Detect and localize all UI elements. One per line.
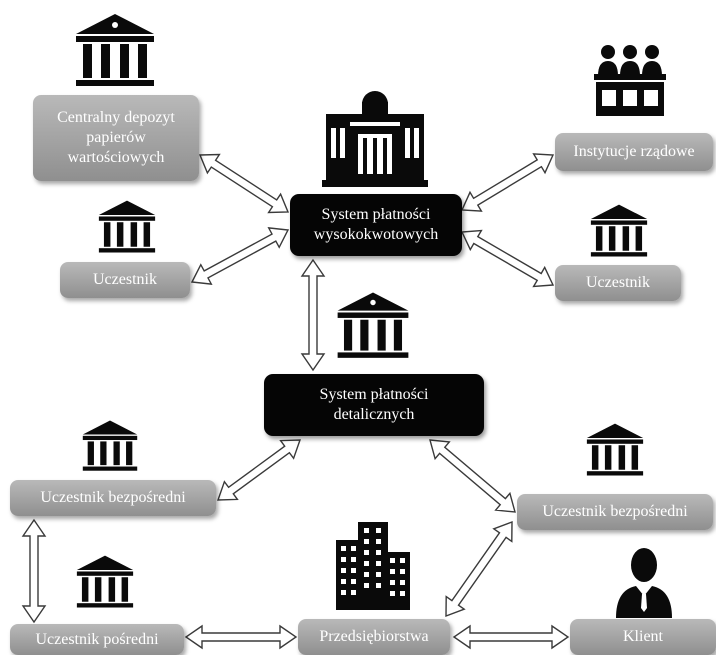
arrow-depository-rtgs <box>198 153 290 214</box>
rtgs-system-box: System płatności wysokokwotowych <box>290 194 462 256</box>
central-depository-box: Centralny depozyt papierów wartościowych <box>33 95 199 181</box>
participant-right-label: Uczestnik <box>586 274 650 291</box>
officials-icon <box>594 45 666 116</box>
bank-icon <box>76 555 134 608</box>
client-box: Klient <box>570 619 716 655</box>
client-label: Klient <box>623 628 663 645</box>
bank-icon <box>586 423 644 476</box>
arrow-participant-rtgs <box>190 227 290 285</box>
government-box: Instytucje rządowe <box>555 133 713 171</box>
enterprises-label: Przedsiębiorstwa <box>319 628 429 645</box>
arrow-retail-direct-right <box>429 439 516 513</box>
direct-participant-right-label: Uczestnik bezpośredni <box>542 503 688 520</box>
bank-icon <box>76 14 154 86</box>
arrow-government-rtgs <box>460 153 555 212</box>
office-building-icon <box>336 522 410 610</box>
central-depository-label: Centralny depozyt papierów wartościowych <box>57 109 175 166</box>
arrow-direct-right-enterprises <box>445 520 513 618</box>
enterprises-box: Przedsiębiorstwa <box>298 619 450 655</box>
direct-participant-left-label: Uczestnik bezpośredni <box>40 489 186 506</box>
retail-system-label: System płatności detalicznych <box>319 386 429 423</box>
bank-icon <box>98 200 156 253</box>
participant-left-label: Uczestnik <box>93 271 157 288</box>
bank-icon <box>337 292 409 358</box>
arrow-enterprises-client <box>452 624 570 650</box>
government-building-icon <box>322 91 428 187</box>
arrow-participant-right-rtgs <box>460 229 555 288</box>
government-label: Instytucje rządowe <box>573 143 695 160</box>
participant-right-box: Uczestnik <box>555 265 681 301</box>
indirect-participant-box: Uczestnik pośredni <box>10 624 184 655</box>
indirect-participant-label: Uczestnik pośredni <box>35 630 159 648</box>
arrow-rtgs-retail <box>300 258 326 372</box>
arrow-indirect-enterprises <box>184 624 298 650</box>
bank-icon <box>590 204 648 257</box>
participant-left-box: Uczestnik <box>60 262 190 298</box>
bank-icon <box>82 420 138 471</box>
direct-participant-right-box: Uczestnik bezpośredni <box>517 494 713 530</box>
arrow-direct-left-indirect <box>21 518 47 624</box>
direct-participant-left-box: Uczestnik bezpośredni <box>10 480 216 516</box>
person-icon <box>616 548 672 618</box>
rtgs-system-label: System płatności wysokokwotowych <box>313 206 439 243</box>
arrow-retail-direct-left <box>217 439 301 501</box>
retail-system-box: System płatności detalicznych <box>264 374 484 436</box>
